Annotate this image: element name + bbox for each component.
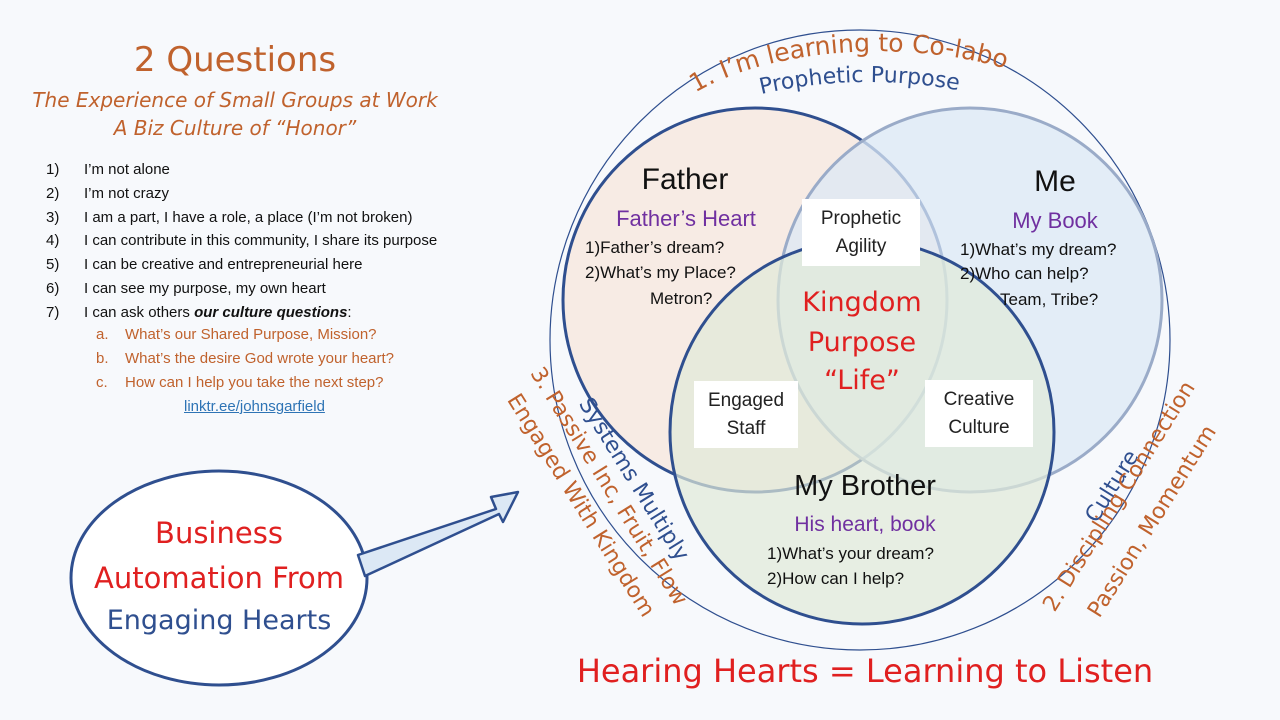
list-item: c.How can I help you take the next step? bbox=[96, 373, 384, 391]
subtitle-small-groups: The Experience of Small Groups at Work bbox=[32, 88, 438, 112]
me-title: Me bbox=[1034, 165, 1076, 198]
footer-hearing-hearts: Hearing Hearts = Learning to Listen bbox=[576, 652, 1154, 690]
brother-subtitle: His heart, book bbox=[794, 513, 936, 536]
questions-list: 1)I’m not alone 2)I’m not crazy 3)I am a… bbox=[46, 158, 437, 325]
outer-ring bbox=[549, 29, 1171, 651]
business-line-1: Business bbox=[155, 516, 283, 550]
center-life: “Life” bbox=[824, 365, 900, 396]
father-subtitle: Father’s Heart bbox=[616, 206, 756, 231]
father-question-2: 2)What’s my Place? bbox=[585, 263, 736, 282]
list-item: b.What’s the desire God wrote your heart… bbox=[96, 349, 395, 367]
prophetic-purpose-arc-text: Prophetic Purpose bbox=[757, 63, 962, 100]
father-metron: Metron? bbox=[650, 289, 713, 308]
culture-questions-emphasis: our culture questions bbox=[194, 303, 348, 321]
list-item: 7)I can ask others our culture questions… bbox=[46, 303, 352, 321]
center-kingdom: Kingdom bbox=[802, 287, 922, 318]
business-line-3: Engaging Hearts bbox=[106, 605, 332, 636]
page-title: 2 Questions bbox=[133, 40, 337, 80]
business-line-2: Automation From bbox=[94, 561, 344, 595]
center-purpose: Purpose bbox=[807, 327, 917, 358]
list-item: 3)I am a part, I have a role, a place (I… bbox=[46, 208, 413, 226]
me-question-2: 2)Who can help? bbox=[960, 264, 1089, 283]
me-subtitle: My Book bbox=[1012, 208, 1098, 233]
subtitle-honor-culture: A Biz Culture of “Honor” bbox=[113, 116, 357, 140]
father-title: Father bbox=[641, 163, 729, 196]
culture-questions-list: a.What’s our Shared Purpose, Mission? b.… bbox=[96, 323, 394, 394]
list-item: 1)I’m not alone bbox=[46, 161, 170, 178]
list-item: 5)I can be creative and entrepreneurial … bbox=[46, 256, 363, 274]
linktree-link[interactable]: linktr.ee/johnsgarfield bbox=[184, 398, 325, 415]
father-question-1: 1)Father’s dream? bbox=[585, 238, 725, 257]
list-item: 2)I’m not crazy bbox=[46, 184, 170, 202]
brother-title: My Brother bbox=[794, 470, 936, 502]
list-item: 6)I can see my purpose, my own heart bbox=[46, 279, 326, 297]
brother-question-2: 2)How can I help? bbox=[767, 569, 905, 588]
list-item: a.What’s our Shared Purpose, Mission? bbox=[96, 326, 377, 343]
brother-question-1: 1)What’s your dream? bbox=[767, 544, 934, 563]
arrow-right-icon bbox=[356, 490, 520, 578]
me-question-1: 1)What’s my dream? bbox=[960, 240, 1117, 259]
list-item: 4)I can contribute in this community, I … bbox=[46, 232, 438, 250]
me-team-tribe: Team, Tribe? bbox=[1000, 290, 1099, 309]
business-automation-ellipse bbox=[69, 469, 369, 687]
